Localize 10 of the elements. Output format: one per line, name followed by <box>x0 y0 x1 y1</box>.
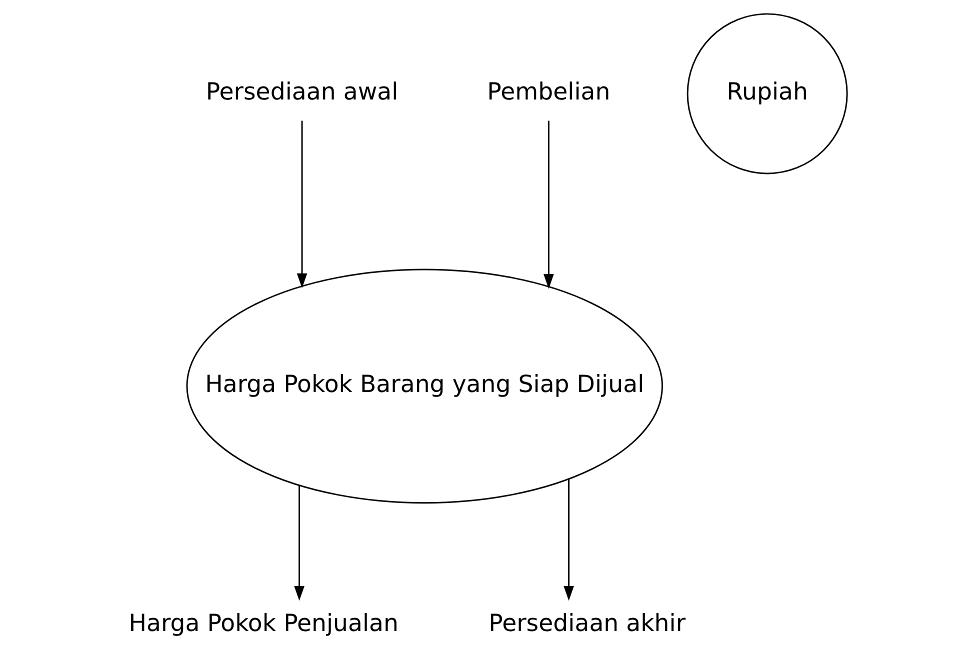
arrow <box>296 120 307 288</box>
node-ellipse: Harga Pokok Barang yang Siap Dijual <box>186 268 662 504</box>
node-text: Persediaan awal <box>205 77 398 106</box>
arrow <box>543 120 554 289</box>
node-text: Persediaan akhir <box>488 609 686 638</box>
arrow <box>563 479 574 601</box>
node-circle: Rupiah <box>686 13 848 174</box>
node-text: Harga Pokok Penjualan <box>128 609 398 638</box>
node-text: Pembelian <box>486 77 610 106</box>
arrow <box>294 486 304 601</box>
